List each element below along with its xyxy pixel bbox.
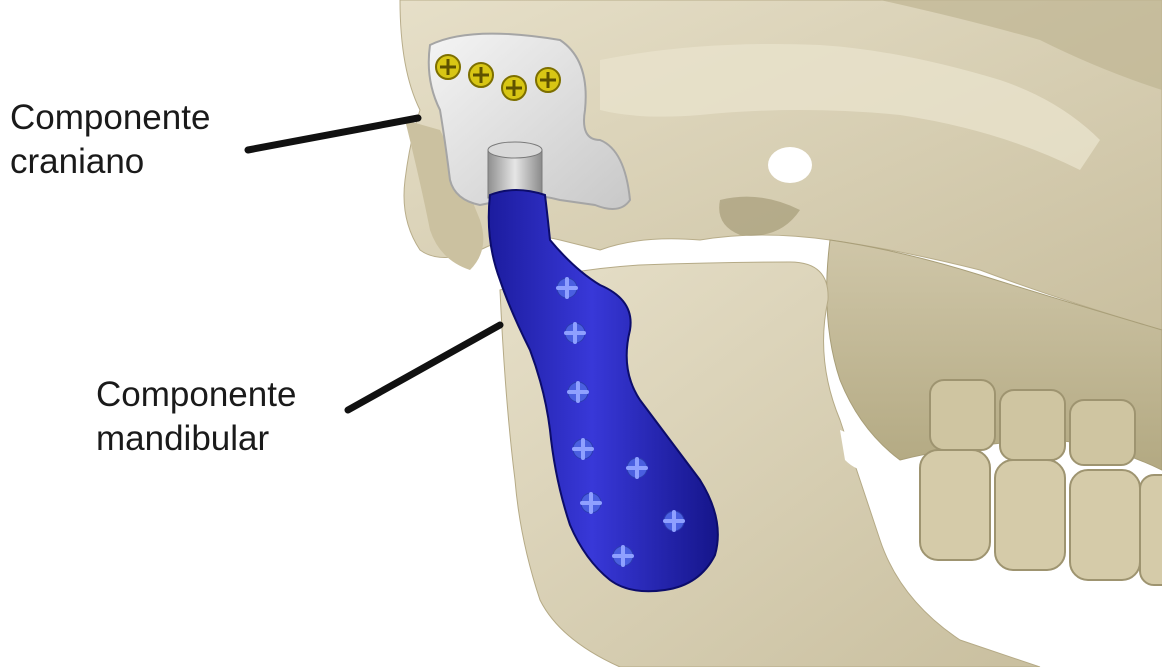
cranial-label-line-1: Componente <box>10 96 210 140</box>
mandibular-label-line-2: mandibular <box>96 417 296 461</box>
cavity-1 <box>768 147 812 183</box>
mandibular-screw-7 <box>664 511 684 531</box>
mandibular-screw-2 <box>565 323 585 343</box>
cranial-leader-line <box>248 118 418 150</box>
mandibular-leader-line <box>348 325 500 410</box>
mandibular-component-label: Componente mandibular <box>96 373 296 461</box>
cranial-component-label: Componente craniano <box>10 96 210 184</box>
mandibular-screw-3 <box>568 382 588 402</box>
lower-teeth <box>920 450 1162 585</box>
mandibular-screw-1 <box>557 278 577 298</box>
cranial-screw-3 <box>502 76 526 100</box>
cranial-screw-2 <box>469 63 493 87</box>
mandibular-screw-8 <box>613 546 633 566</box>
cranial-screw-4 <box>536 68 560 92</box>
mandibular-label-line-1: Componente <box>96 373 296 417</box>
cranial-screw-1 <box>436 55 460 79</box>
mandibular-screw-5 <box>627 458 647 478</box>
mandibular-screw-4 <box>573 439 593 459</box>
cranial-label-line-2: craniano <box>10 140 210 184</box>
mandibular-screw-6 <box>581 493 601 513</box>
